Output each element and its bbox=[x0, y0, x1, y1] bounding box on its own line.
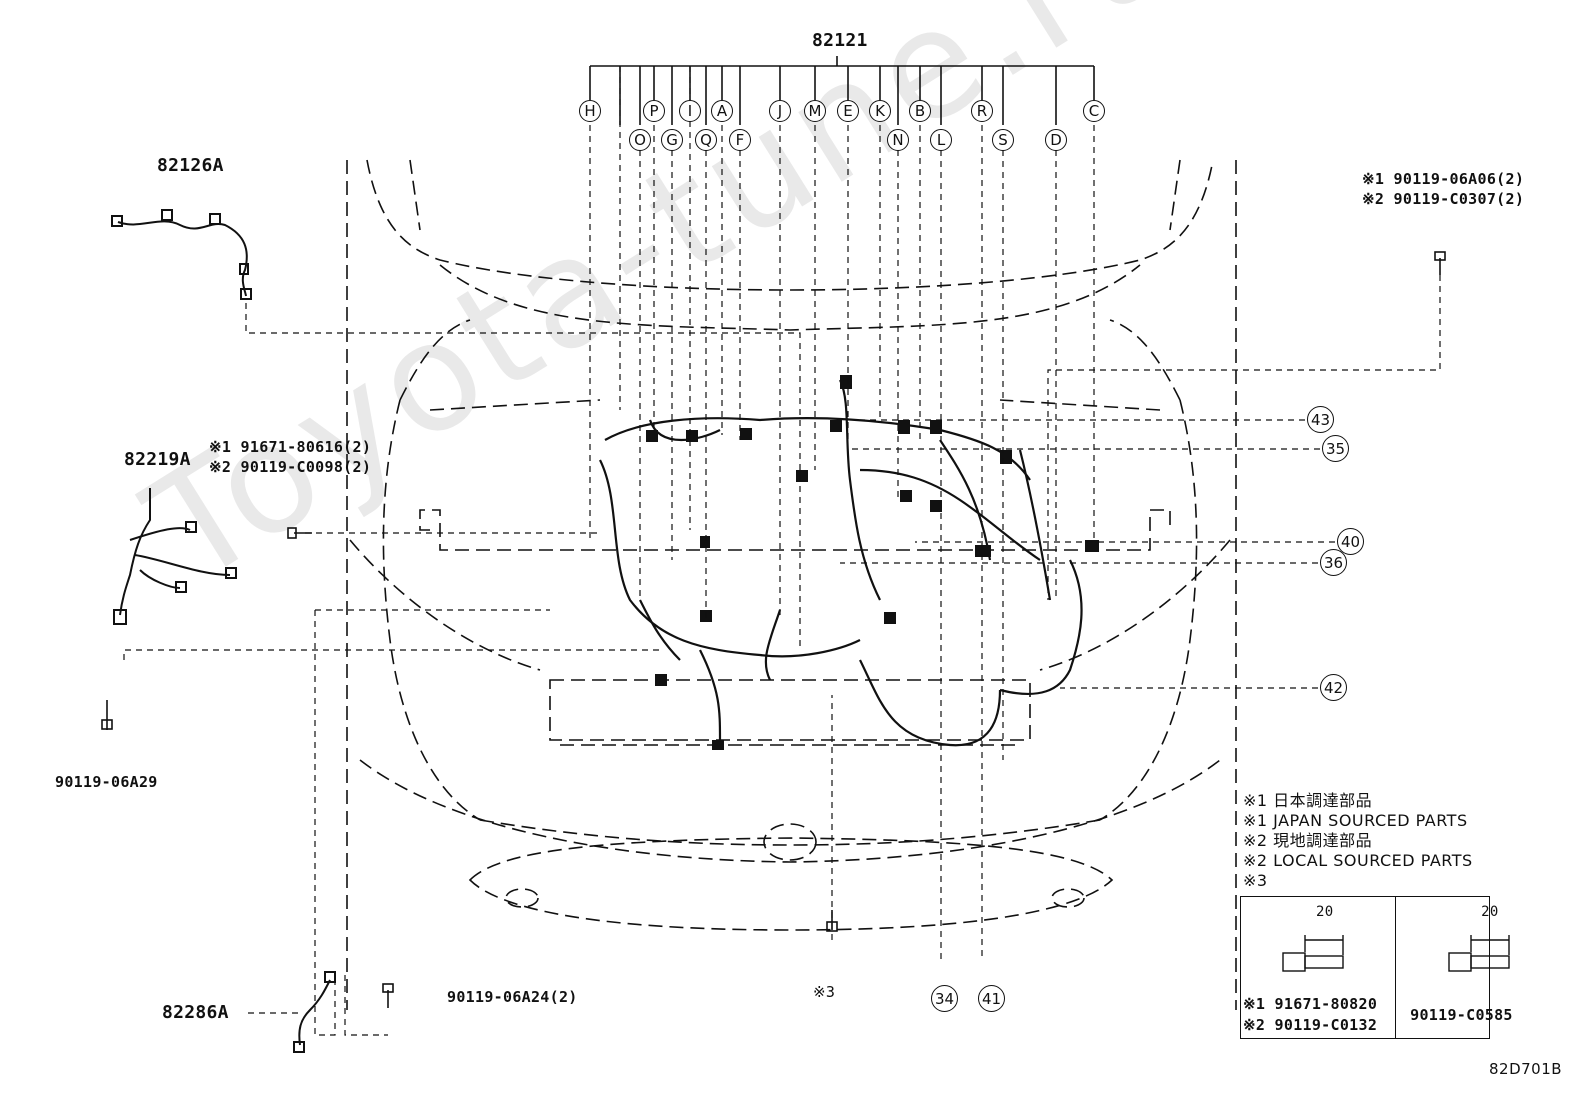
connector-b: B bbox=[909, 100, 931, 122]
connector-s: S bbox=[992, 129, 1014, 151]
connector-p: P bbox=[643, 100, 665, 122]
connector-f: F bbox=[729, 129, 751, 151]
note-2-jp: ※2 現地調達部品 bbox=[1243, 831, 1373, 850]
bolt-top-right-line1: ※1 90119-06A06(2) bbox=[1362, 170, 1525, 188]
callout-34: 34 bbox=[931, 985, 958, 1012]
main-harness-part-number: 82121 bbox=[812, 30, 868, 51]
connector-r: R bbox=[971, 100, 993, 122]
dim-right: 20 bbox=[1481, 904, 1499, 920]
part-82126a-label: 82126A bbox=[157, 155, 224, 176]
callout-43: 43 bbox=[1307, 406, 1334, 433]
note-1-en: ※1 JAPAN SOURCED PARTS bbox=[1243, 811, 1468, 830]
dim-left: 20 bbox=[1316, 904, 1334, 920]
bolt-90119-06a29-label: 90119-06A29 bbox=[55, 773, 158, 791]
part-82286a-label: 82286A bbox=[162, 1002, 229, 1023]
bolt-reference-table: 20 ※1 91671-80820 ※2 90119-C0132 20 9011… bbox=[1239, 896, 1512, 1039]
connector-c: C bbox=[1083, 100, 1105, 122]
note-mark-3-label: ※3 bbox=[813, 983, 836, 1001]
connector-o: O bbox=[629, 129, 651, 151]
connector-i: I bbox=[679, 100, 701, 122]
connector-h: H bbox=[579, 100, 601, 122]
bolt-90119-06a24-label: 90119-06A24(2) bbox=[447, 988, 578, 1006]
connector-j: J bbox=[769, 100, 791, 122]
callout-40: 40 bbox=[1337, 528, 1364, 555]
connector-l: L bbox=[930, 129, 952, 151]
connector-a: A bbox=[711, 100, 733, 122]
table-cell-other: 20 90119-C0585 bbox=[1395, 896, 1512, 1039]
callout-36: 36 bbox=[1320, 549, 1347, 576]
note-1-jp: ※1 日本調達部品 bbox=[1243, 791, 1373, 810]
bolt-82219a-line2: ※2 90119-C0098(2) bbox=[209, 458, 372, 476]
note-3: ※3 bbox=[1243, 871, 1268, 890]
ref-right-part: 90119-C0585 bbox=[1410, 1006, 1513, 1024]
callout-41: 41 bbox=[978, 985, 1005, 1012]
connector-e: E bbox=[837, 100, 859, 122]
callout-42: 42 bbox=[1320, 674, 1347, 701]
connector-d: D bbox=[1045, 129, 1067, 151]
connector-m: M bbox=[804, 100, 826, 122]
bolt-82219a-line1: ※1 91671-80616(2) bbox=[209, 438, 372, 456]
connector-g: G bbox=[661, 129, 683, 151]
callout-35: 35 bbox=[1322, 435, 1349, 462]
bolt-top-right-line2: ※2 90119-C0307(2) bbox=[1362, 190, 1525, 208]
diagram-code: 82D701B bbox=[1489, 1060, 1563, 1078]
connector-q: Q bbox=[695, 129, 717, 151]
connector-k: K bbox=[869, 100, 891, 122]
part-82219a-label: 82219A bbox=[124, 449, 191, 470]
note-2-en: ※2 LOCAL SOURCED PARTS bbox=[1243, 851, 1473, 870]
ref-left-part-2: ※2 90119-C0132 bbox=[1243, 1016, 1378, 1034]
table-cell-japan-local: 20 ※1 91671-80820 ※2 90119-C0132 bbox=[1239, 896, 1397, 1039]
connector-n: N bbox=[887, 129, 909, 151]
ref-left-part-1: ※1 91671-80820 bbox=[1243, 995, 1378, 1013]
